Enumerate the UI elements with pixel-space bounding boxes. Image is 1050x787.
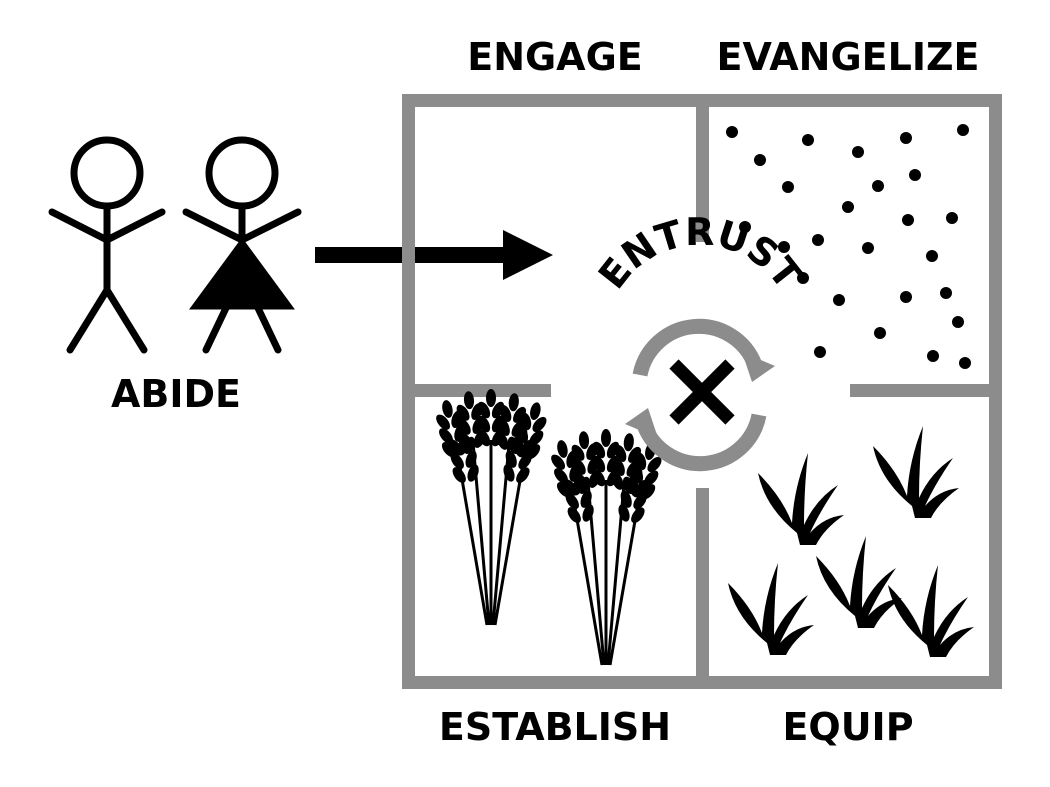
- right-arrow-icon: [315, 230, 553, 280]
- woman-stick-figure-icon: [182, 136, 302, 354]
- label-engage: ENGAGE: [467, 35, 643, 79]
- wheat-sheaf-icon: [430, 389, 667, 665]
- label-entrust-text: ENTRUST: [590, 210, 810, 297]
- label-abide: ABIDE: [111, 372, 241, 416]
- sprout-icon: [728, 426, 974, 657]
- label-establish: ESTABLISH: [439, 705, 671, 749]
- cycle-arrows-icon: [625, 318, 775, 472]
- label-entrust: ENTRUST: [590, 210, 810, 297]
- label-equip: EQUIP: [782, 705, 913, 749]
- field-border: [402, 94, 1002, 689]
- scattered-seeds-icon: [726, 124, 971, 369]
- label-evangelize: EVANGELIZE: [716, 35, 979, 79]
- man-stick-figure-icon: [48, 136, 166, 354]
- cross-x-icon: [669, 359, 735, 425]
